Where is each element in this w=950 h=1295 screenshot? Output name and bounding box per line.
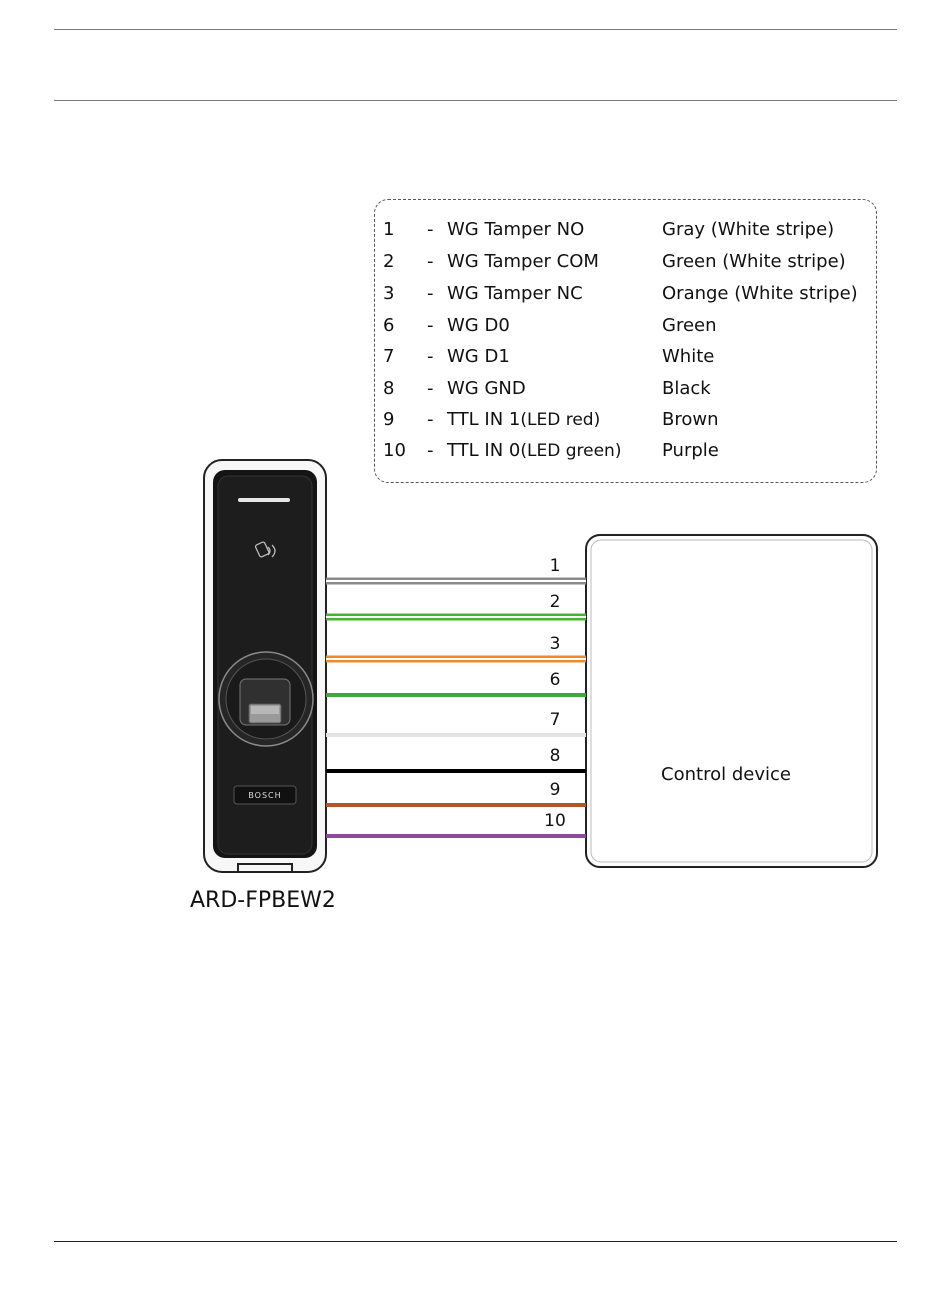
wire-label-8: 8 (550, 746, 561, 766)
wire-label-9: 9 (550, 780, 561, 800)
wire-group: 1 2 3 6 7 8 9 10 (326, 556, 586, 836)
brand-text: BOSCH (248, 791, 281, 800)
wire-label-3: 3 (550, 634, 561, 654)
reader-device: BOSCH (204, 460, 326, 872)
reader-model-label: ARD-FPBEW2 (190, 888, 336, 913)
wire-label-10: 10 (544, 811, 566, 831)
wire-label-2: 2 (550, 592, 561, 612)
wire-label-6: 6 (550, 670, 561, 690)
wire-label-7: 7 (550, 710, 561, 730)
control-device-label: Control device (661, 764, 791, 785)
fingerprint-sensor-icon (219, 652, 313, 746)
brand-badge: BOSCH (234, 786, 296, 804)
control-device-box (586, 535, 877, 867)
wire-label-1: 1 (550, 556, 561, 576)
